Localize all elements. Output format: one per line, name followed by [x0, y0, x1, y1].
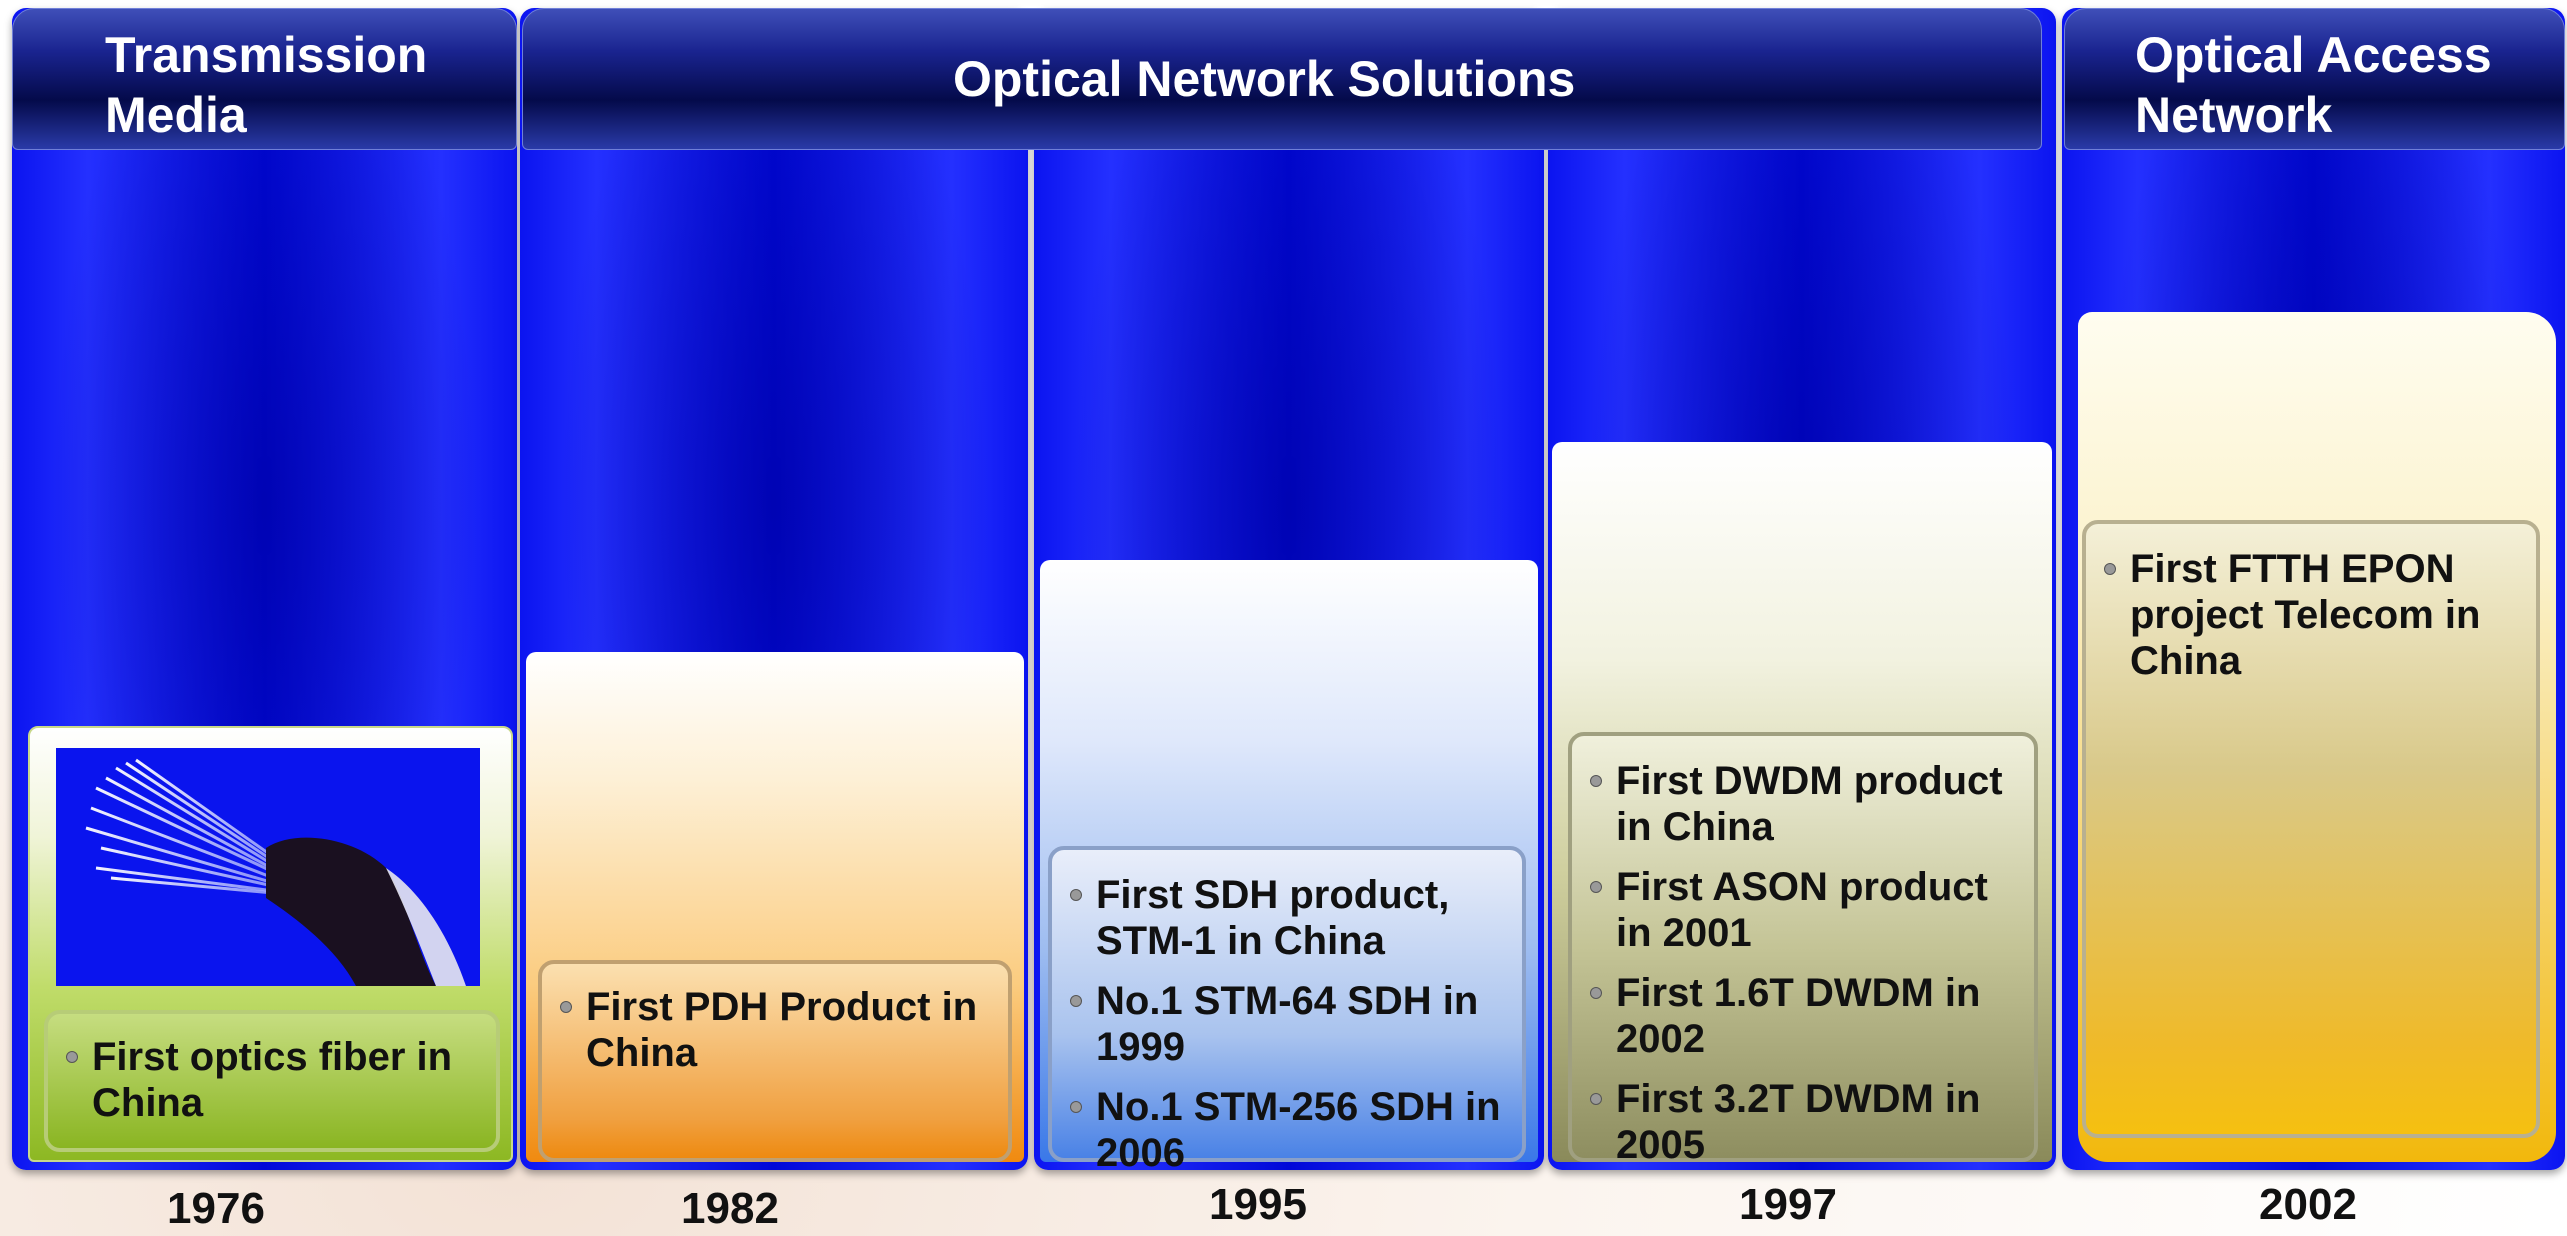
bullet-dot-icon [1070, 889, 1082, 901]
year-label: 1976 [167, 1184, 265, 1233]
bullet-text: No.1 STM-64 SDH in 1999 [1096, 979, 1479, 1069]
bullet-item: No.1 STM-256 SDH in 2006 [1066, 1084, 1508, 1176]
bullet-dot-icon [1590, 1093, 1602, 1105]
bullet-dot-icon [66, 1051, 78, 1063]
panel-1976: First optics fiber in China [28, 726, 513, 1162]
header-optical-access-network-label: Optical Access Network [2135, 27, 2492, 143]
bullet-dot-icon [1070, 995, 1082, 1007]
bullet-item: First 1.6T DWDM in 2002 [1586, 970, 2020, 1062]
bullet-box-1995: First SDH product, STM-1 in China No.1 S… [1048, 846, 1526, 1175]
bullet-box-2002: First FTTH EPON project Telecom in China [2082, 520, 2540, 1138]
bullet-item: First ASON product in 2001 [1586, 864, 2020, 956]
bullet-text: First DWDM product in China [1616, 759, 2003, 849]
bullet-box-1976: First optics fiber in China [44, 1010, 500, 1152]
bullet-item: First SDH product, STM-1 in China [1066, 872, 1508, 964]
year-label: 2002 [2259, 1180, 2357, 1229]
header-optical-network-solutions-label: Optical Network Solutions [953, 51, 1576, 107]
bullet-dot-icon [560, 1001, 572, 1013]
panel-1997: First DWDM product in China First ASON p… [1552, 442, 2052, 1167]
bullet-item: First FTTH EPON project Telecom in China [2100, 546, 2522, 684]
panel-1995: First SDH product, STM-1 in China No.1 S… [1040, 560, 1538, 1175]
bullet-text: First 1.6T DWDM in 2002 [1616, 971, 1981, 1061]
header-optical-network-solutions: Optical Network Solutions [522, 8, 2042, 150]
bullet-text: First PDH Product in China [586, 985, 978, 1075]
year-label: 1997 [1739, 1180, 1837, 1229]
bullet-box-1997: First DWDM product in China First ASON p… [1568, 732, 2038, 1167]
panel-2002: First FTTH EPON project Telecom in China [2078, 312, 2556, 1162]
bullet-dot-icon [1590, 775, 1602, 787]
bullet-text: No.1 STM-256 SDH in 2006 [1096, 1085, 1501, 1175]
fiber-optic-bundle-photo [56, 748, 480, 986]
bullet-box-1982: First PDH Product in China [538, 960, 1012, 1162]
bullet-dot-icon [1590, 987, 1602, 999]
bullet-text: First 3.2T DWDM in 2005 [1616, 1077, 1981, 1167]
bullet-item: No.1 STM-64 SDH in 1999 [1066, 978, 1508, 1070]
bullet-text: First FTTH EPON project Telecom in China [2130, 547, 2481, 683]
bullet-text: First SDH product, STM-1 in China [1096, 873, 1450, 963]
bullet-item: First optics fiber in China [62, 1034, 482, 1126]
bullet-dot-icon [1590, 881, 1602, 893]
bullet-item: First 3.2T DWDM in 2005 [1586, 1076, 2020, 1168]
bullet-dot-icon [1070, 1101, 1082, 1113]
bullet-item: First DWDM product in China [1586, 758, 2020, 850]
bullet-text: First ASON product in 2001 [1616, 865, 1988, 955]
bullet-item: First PDH Product in China [556, 984, 994, 1076]
year-label: 1995 [1209, 1180, 1307, 1229]
header-optical-access-network: Optical Access Network [2064, 8, 2565, 150]
bullet-dot-icon [2104, 563, 2116, 575]
year-label: 1982 [681, 1184, 779, 1233]
panel-1982: First PDH Product in China [526, 652, 1024, 1162]
bullet-text: First optics fiber in China [92, 1035, 453, 1125]
header-transmission-media: Transmission Media [12, 8, 517, 150]
header-transmission-media-label: Transmission Media [105, 27, 428, 143]
